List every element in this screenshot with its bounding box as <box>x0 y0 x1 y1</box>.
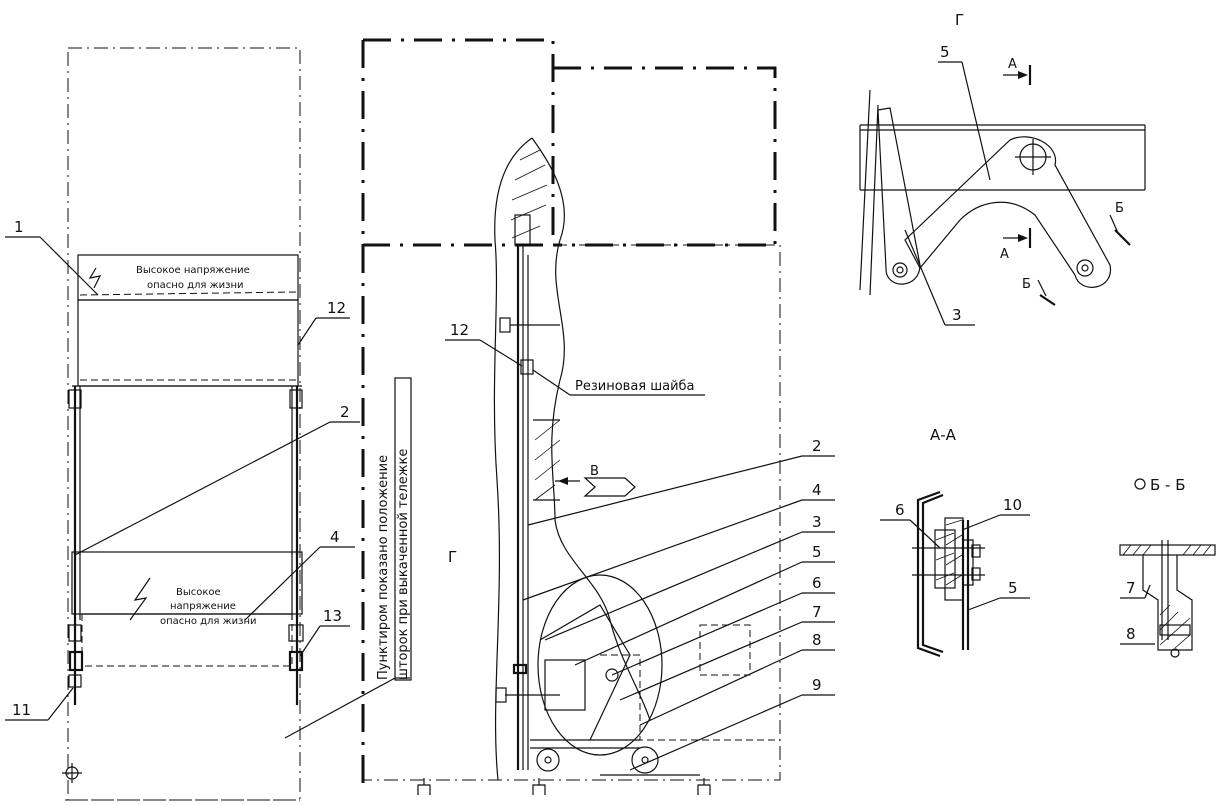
middle-side-view: В Г <box>361 38 781 795</box>
callout-mid-4: 4 <box>812 481 822 499</box>
cut-b-upper: Б <box>1115 201 1124 216</box>
rubber-washer-label: Резиновая шайба <box>575 379 695 394</box>
callout-left-13: 13 <box>323 607 342 625</box>
detail-g: Г А А Б Б 5 <box>859 11 1146 326</box>
callout-mid-9: 9 <box>812 676 822 694</box>
section-bb-marker-icon <box>1134 478 1146 490</box>
left-callouts: 1 12 2 4 13 11 <box>5 218 410 739</box>
callout-mid-2: 2 <box>812 437 822 455</box>
callout-mid-6: 6 <box>812 574 822 592</box>
view-g-top-label: Г <box>955 11 964 29</box>
cut-a-upper: А <box>1008 57 1017 72</box>
middle-callouts: 12 Резиновая шайба 2 4 3 5 6 7 8 9 <box>445 321 835 771</box>
callout-mid-8: 8 <box>812 631 822 649</box>
callout-mid-12: 12 <box>450 321 469 339</box>
warning-bottom-line3: опасно для жизни <box>160 616 256 627</box>
callout-mid-7: 7 <box>812 603 822 621</box>
section-bb-title: Б - Б <box>1150 476 1186 494</box>
callout-aa-10: 10 <box>1003 496 1022 514</box>
lightning-icon-bottom <box>129 577 151 621</box>
callout-left-2: 2 <box>340 403 350 421</box>
left-front-view: Высокое напряжение опасно для жизни Высо… <box>62 47 304 801</box>
cut-b-lower: Б <box>1022 277 1031 292</box>
callout-left-12: 12 <box>327 299 346 317</box>
callout-g-3: 3 <box>952 306 962 324</box>
warning-top-line1: Высокое напряжение <box>136 265 250 276</box>
cut-a-lower: А <box>1000 247 1009 262</box>
vertical-note-line2: шторок при выкаченной тележке <box>396 449 411 680</box>
callout-aa-6: 6 <box>895 501 905 519</box>
section-aa: А-А 6 10 5 <box>880 426 1030 658</box>
view-g-left-label: Г <box>448 548 457 566</box>
callout-mid-5: 5 <box>812 543 822 561</box>
section-aa-title: А-А <box>930 426 957 444</box>
arrow-v-label: В <box>590 464 599 479</box>
callout-aa-5: 5 <box>1008 579 1018 597</box>
callout-left-1: 1 <box>14 218 24 236</box>
callout-left-11: 11 <box>12 701 31 719</box>
vertical-note-line1: Пунктиром показано положение <box>376 455 391 680</box>
callout-bb-7: 7 <box>1126 579 1136 597</box>
callout-left-4: 4 <box>330 528 340 546</box>
callout-mid-3: 3 <box>812 513 822 531</box>
warning-top-line2: опасно для жизни <box>147 280 243 291</box>
section-bb: Б - Б 7 8 <box>1119 476 1216 658</box>
lightning-icon-top <box>88 267 102 289</box>
warning-bottom-line1: Высокое <box>176 587 221 598</box>
vertical-note: Пунктиром показано положение шторок при … <box>376 377 412 681</box>
callout-bb-8: 8 <box>1126 625 1136 643</box>
callout-g-5: 5 <box>940 43 950 61</box>
warning-bottom-line2: напряжение <box>170 601 236 612</box>
